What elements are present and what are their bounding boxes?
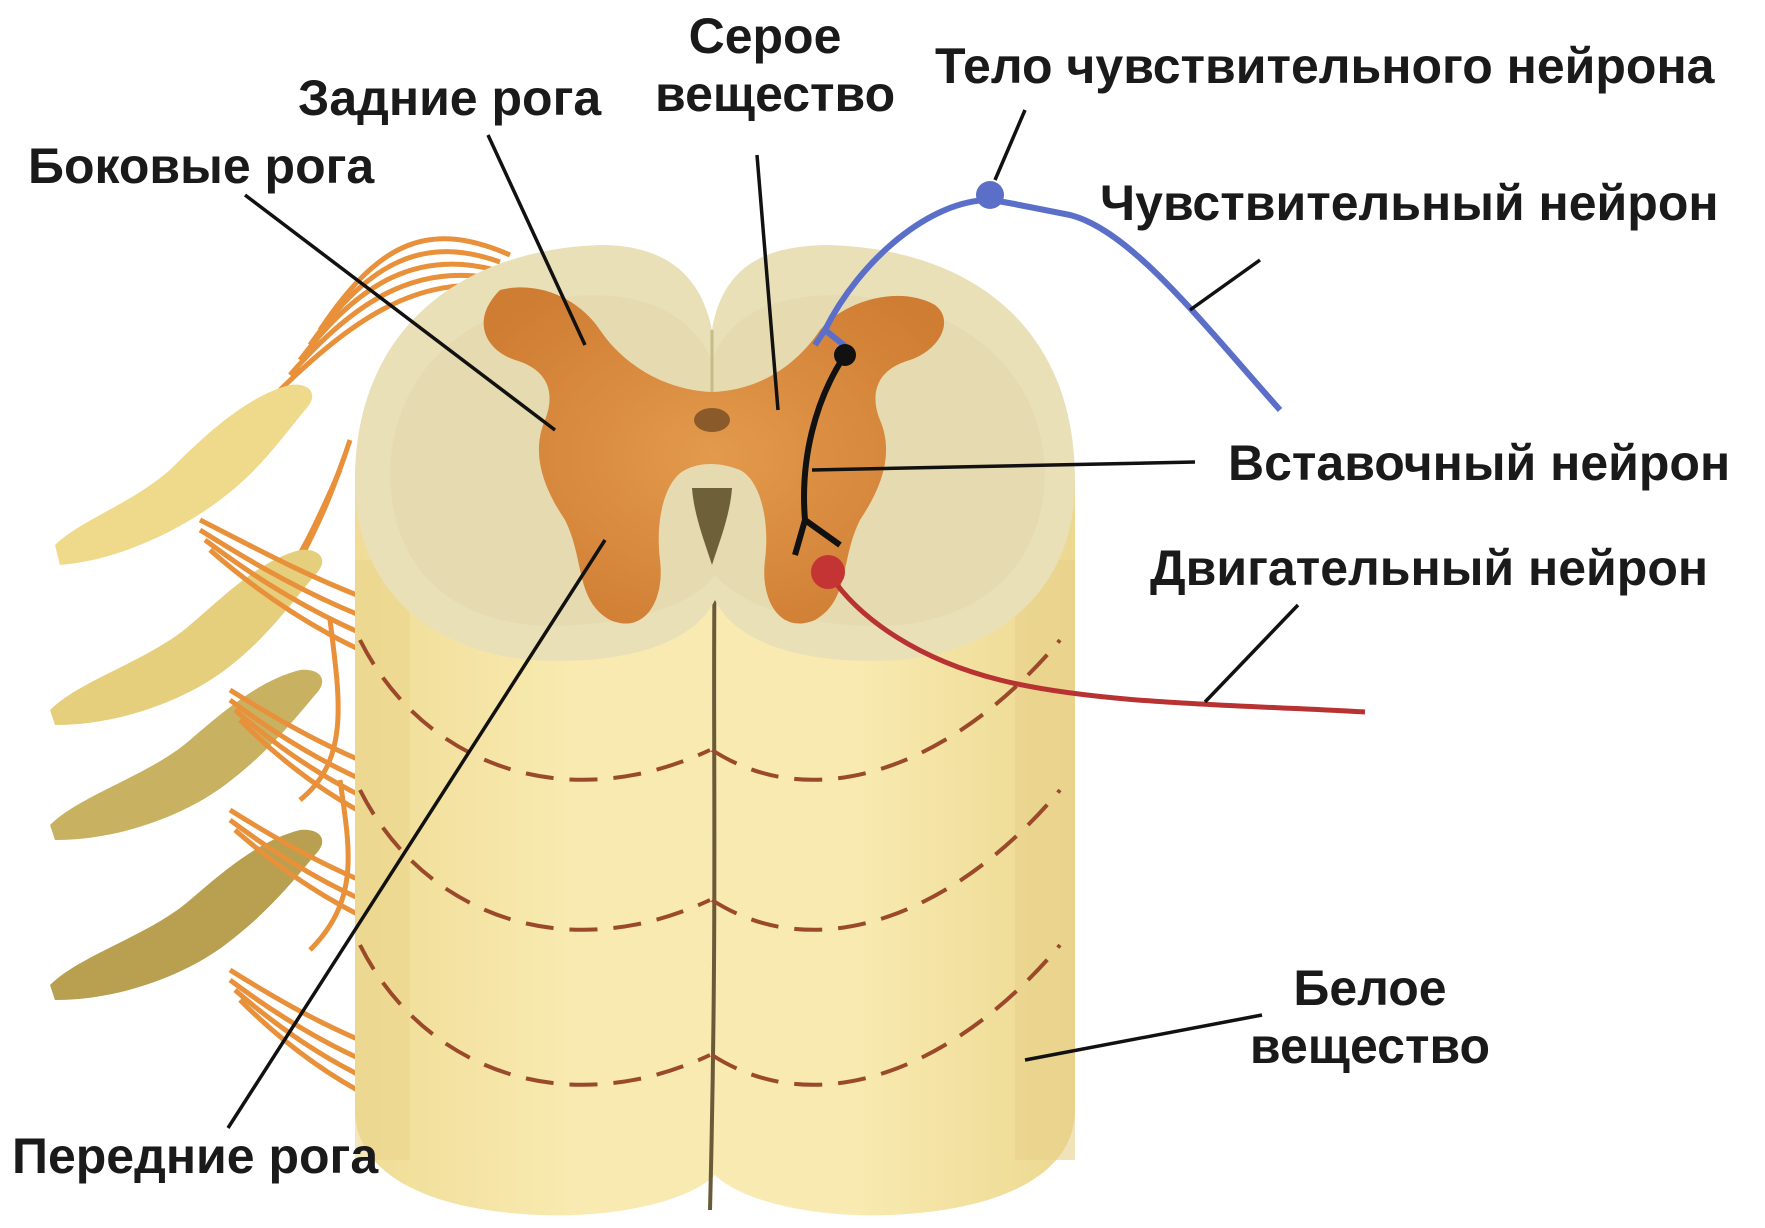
central-canal xyxy=(694,408,730,432)
label-gray-matter: Серое вещество xyxy=(655,8,875,123)
label-white-matter-line2: вещество xyxy=(1235,1018,1505,1076)
label-posterior-horns: Задние рога xyxy=(298,70,601,128)
label-gray-matter-line1: Серое xyxy=(655,8,875,66)
shade-right xyxy=(1015,560,1075,1160)
ganglia xyxy=(50,385,322,1000)
label-gray-matter-line2: вещество xyxy=(655,66,875,124)
label-white-matter: Белое вещество xyxy=(1235,960,1505,1075)
spinal-cord xyxy=(355,245,1075,1215)
label-sensory-neuron: Чувствительный нейрон xyxy=(1100,175,1719,233)
leader-motor-neuron xyxy=(1205,605,1298,702)
label-sensory-neuron-body: Тело чувствительного нейрона xyxy=(935,38,1714,96)
ganglion-1 xyxy=(55,385,312,565)
leader-sensory-neuron xyxy=(1190,260,1260,310)
label-white-matter-line1: Белое xyxy=(1235,960,1505,1018)
label-motor-neuron: Двигательный нейрон xyxy=(1150,540,1708,598)
label-anterior-horns: Передние рога xyxy=(12,1128,378,1186)
label-interneuron: Вставочный нейрон xyxy=(1228,435,1730,493)
sensory-neuron-body xyxy=(976,181,1004,209)
leader-sensory-body xyxy=(995,110,1025,180)
interneuron-body xyxy=(834,344,856,366)
motor-neuron-body xyxy=(811,555,845,589)
label-lateral-horns: Боковые рога xyxy=(28,138,374,196)
